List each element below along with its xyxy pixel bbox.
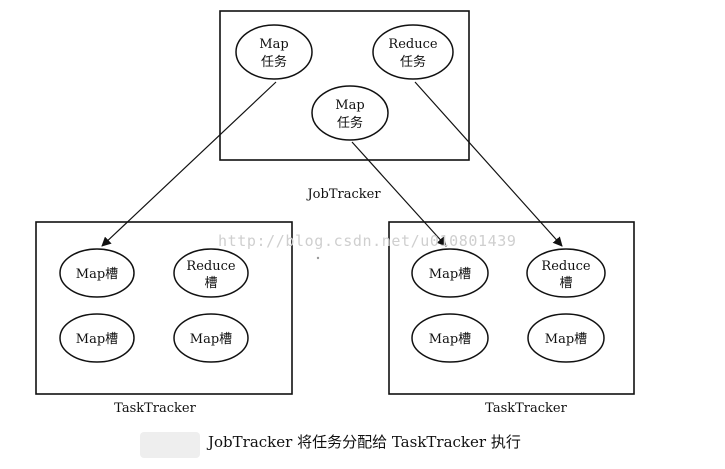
job-task-map-1-line2: 任务 — [261, 54, 287, 70]
watermark-text: http://blog.csdn.net/u010801439 — [218, 232, 517, 250]
arrow-map-to-right-map — [351, 141, 447, 247]
right-slot-map-bottom-2-label: Map槽 — [545, 332, 587, 347]
left-slot-reduce: Reduce 槽 — [173, 248, 249, 298]
arrow-reduce-to-right-reduce — [414, 81, 563, 247]
right-slot-map-bottom-2: Map槽 — [527, 313, 605, 363]
left-slot-map-top-label: Map槽 — [76, 267, 118, 282]
right-slot-reduce-line2: 槽 — [559, 276, 572, 291]
left-slot-map-bottom-2-label: Map槽 — [190, 332, 232, 347]
left-slot-map-bottom-2: Map槽 — [173, 313, 249, 363]
blurred-figure-number — [140, 432, 200, 458]
job-task-map-1: Map 任务 — [235, 24, 313, 80]
right-slot-reduce: Reduce 槽 — [526, 248, 606, 298]
job-task-reduce: Reduce 任务 — [372, 24, 454, 80]
tasktracker-label-left: TaskTracker — [114, 401, 196, 416]
job-task-map-1-line1: Map — [259, 37, 288, 52]
jobtracker-label: JobTracker — [305, 187, 381, 202]
right-slot-map-bottom-1: Map槽 — [411, 313, 489, 363]
left-slot-map-bottom-1: Map槽 — [59, 313, 135, 363]
right-slot-map-bottom-1-label: Map槽 — [429, 332, 471, 347]
arrow-map-to-left-map — [101, 81, 277, 247]
left-slot-reduce-line1: Reduce — [186, 259, 235, 274]
left-slot-map-bottom-1-label: Map槽 — [76, 332, 118, 347]
job-task-map-2-line1: Map — [335, 98, 364, 113]
job-task-reduce-line2: 任务 — [400, 54, 426, 70]
job-task-map-2-line2: 任务 — [337, 115, 363, 131]
job-task-map-2: Map 任务 — [311, 85, 389, 141]
tasktracker-label-right: TaskTracker — [485, 401, 567, 416]
right-slot-map-top: Map槽 — [411, 248, 489, 298]
figure-caption: JobTracker 将任务分配给 TaskTracker 执行 — [206, 433, 521, 451]
left-slot-reduce-line2: 槽 — [204, 276, 217, 291]
job-task-reduce-line1: Reduce — [388, 37, 437, 52]
tasktracker-box-right — [388, 221, 635, 395]
left-slot-map-top: Map槽 — [59, 248, 135, 298]
speck — [316, 256, 320, 260]
right-slot-map-top-label: Map槽 — [429, 267, 471, 282]
right-slot-reduce-line1: Reduce — [541, 259, 590, 274]
tasktracker-box-left — [35, 221, 293, 395]
